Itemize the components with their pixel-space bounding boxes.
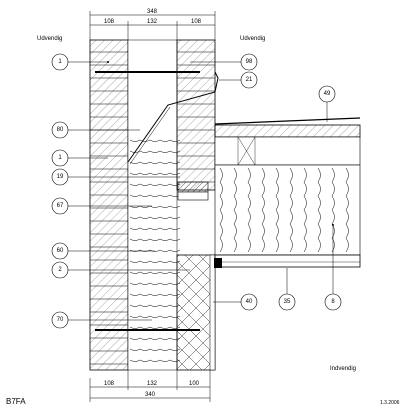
insulation-wave xyxy=(129,282,181,285)
callout-label: 19 xyxy=(57,174,64,180)
insulation-wave xyxy=(129,304,181,307)
insulation-wave xyxy=(129,205,181,208)
bottom-dimension-inner: 100 xyxy=(189,381,200,387)
callout-label: 2 xyxy=(58,267,62,273)
inner-lower-block xyxy=(176,254,216,371)
top-dimension-cavity: 132 xyxy=(147,19,158,25)
callout-70: 70 xyxy=(51,311,152,329)
callout-40: 40 xyxy=(213,293,258,311)
roof-insulation-wave xyxy=(261,167,265,253)
outside-label-left: Udvendig xyxy=(37,36,62,42)
roof-insulation-wave xyxy=(331,167,335,253)
damp-proof-course xyxy=(127,71,219,165)
roof-insulation-wave xyxy=(345,167,349,253)
insulation-wave xyxy=(129,271,181,274)
bottom-total-dimension: 340 xyxy=(145,392,156,398)
insulation-wave xyxy=(129,194,181,197)
inner-brick-leaf xyxy=(176,39,216,191)
bottom-callouts: 40 35 8 xyxy=(213,224,342,311)
insulation-wave xyxy=(129,172,181,175)
insulation-wave xyxy=(129,238,181,241)
callout-label: 21 xyxy=(246,77,253,83)
inner-plaster xyxy=(209,254,216,371)
outside-label-right: Udvendig xyxy=(240,36,265,42)
left-callouts: 1 80 1 19 67 60 2 xyxy=(51,53,190,329)
bottom-dimensions: 108 132 100 340 xyxy=(89,370,211,402)
insulation-wave xyxy=(129,227,181,230)
drawing-code: B7FA xyxy=(6,397,26,406)
insulation-wave xyxy=(129,249,181,252)
insulation-wave xyxy=(129,139,181,142)
insulation-wave xyxy=(129,260,181,263)
callout-label: 70 xyxy=(57,317,64,323)
callout-label: 98 xyxy=(246,59,253,65)
roof-insulation-wave xyxy=(289,167,293,253)
roof-insulation-wave xyxy=(219,167,223,253)
callout-80: 80 xyxy=(51,121,140,139)
callout-35: 35 xyxy=(278,268,296,311)
callout-label: 1 xyxy=(58,155,62,161)
bottom-dimension-cavity: 132 xyxy=(147,381,158,387)
insulation-wave xyxy=(129,326,181,329)
drawing-date: 1.3.2006 xyxy=(380,400,400,406)
top-dimension-inner: 108 xyxy=(191,19,202,25)
callout-label: 49 xyxy=(324,91,331,97)
insulation-wave xyxy=(129,337,181,340)
callout-67: 67 xyxy=(51,197,152,215)
callout-60: 60 xyxy=(51,242,155,260)
insulation-wave xyxy=(129,359,181,362)
callout-19: 19 xyxy=(51,168,180,186)
roof-insulation-wave xyxy=(317,167,321,253)
top-dimension-outer: 108 xyxy=(104,19,115,25)
insulation-wave xyxy=(129,348,181,351)
callout-label: 35 xyxy=(284,299,291,305)
roof-insulation-wave xyxy=(247,167,251,253)
callout-8: 8 xyxy=(324,224,342,311)
roof-insulation-wave xyxy=(275,167,279,253)
roof-insulation-wave xyxy=(233,167,237,253)
callout-1-mid: 1 xyxy=(51,149,108,167)
cavity-insulation xyxy=(127,39,181,371)
callout-21: 21 xyxy=(219,71,258,89)
callout-98: 98 xyxy=(190,53,258,71)
insulation-wave xyxy=(129,161,181,164)
callout-2: 2 xyxy=(51,261,190,279)
top-dimensions: 348 108 132 108 xyxy=(89,9,216,40)
top-total-dimension: 348 xyxy=(147,9,158,15)
insulation-wave xyxy=(129,216,181,219)
insulation-wave xyxy=(129,315,181,318)
callout-label: 67 xyxy=(57,203,64,209)
inside-label: Indvendig xyxy=(330,366,356,372)
callout-49: 49 xyxy=(318,85,336,122)
callout-label: 40 xyxy=(246,299,253,305)
callout-1-top: 1 xyxy=(51,53,109,71)
roof-construction xyxy=(214,117,361,268)
callout-label: 60 xyxy=(57,248,64,254)
right-callouts: 98 21 49 xyxy=(190,53,336,122)
insulation-wave xyxy=(129,150,181,153)
roof-insulation-wave xyxy=(303,167,307,253)
callout-label: 80 xyxy=(57,127,64,133)
outer-brick-leaf xyxy=(89,39,129,371)
callout-label: 1 xyxy=(58,59,62,65)
callout-label: 8 xyxy=(331,299,335,305)
insulation-wave xyxy=(129,293,181,296)
bottom-dimension-outer: 108 xyxy=(104,381,115,387)
insulation-wave xyxy=(129,183,181,186)
timber-plate xyxy=(177,181,209,201)
